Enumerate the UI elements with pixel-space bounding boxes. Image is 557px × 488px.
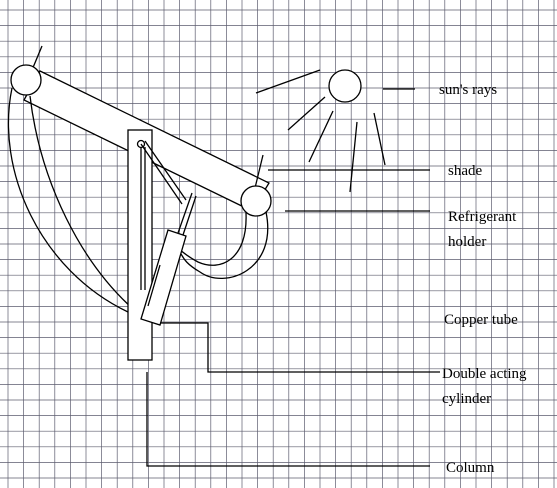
right-copper-tube-inner [179, 211, 269, 280]
sun-ray [255, 69, 321, 94]
cylinder-inner-line [147, 264, 161, 307]
linkage-arm [140, 143, 183, 205]
right-end-tick [254, 154, 264, 189]
left-copper-tube-outer [7, 87, 129, 313]
diagram-drawing [7, 45, 440, 467]
label-double-acting-cylinder-line2: cylinder [442, 391, 491, 407]
sun-ray [308, 110, 334, 163]
leader-column [146, 372, 430, 467]
label-shade: shade [448, 163, 482, 179]
sun-icon [328, 69, 362, 103]
left-refrigerant-circle [10, 64, 42, 96]
label-copper-tube: Copper tube [444, 312, 518, 328]
sun-ray [373, 112, 386, 166]
cylinder-rod [177, 192, 193, 234]
refrigerant-holder-circle [240, 185, 272, 217]
leader-double-acting-cylinder [160, 322, 440, 373]
linkage-arm [144, 140, 187, 201]
left-copper-tube-inner [29, 95, 141, 316]
label-refrigerant-holder-line1: Refrigerant [448, 209, 517, 225]
label-column: Column [446, 460, 495, 476]
sun-ray [287, 96, 326, 131]
column [127, 129, 153, 361]
label-refrigerant-holder-line2: holder [448, 234, 486, 250]
cylinder-rod [182, 195, 197, 236]
sun-ray [349, 121, 358, 193]
double-acting-cylinder [140, 229, 187, 326]
label-double-acting-cylinder-line1: Double acting [442, 366, 527, 382]
left-end-tick [31, 45, 43, 71]
label-sun-rays: sun's rays [439, 82, 497, 98]
